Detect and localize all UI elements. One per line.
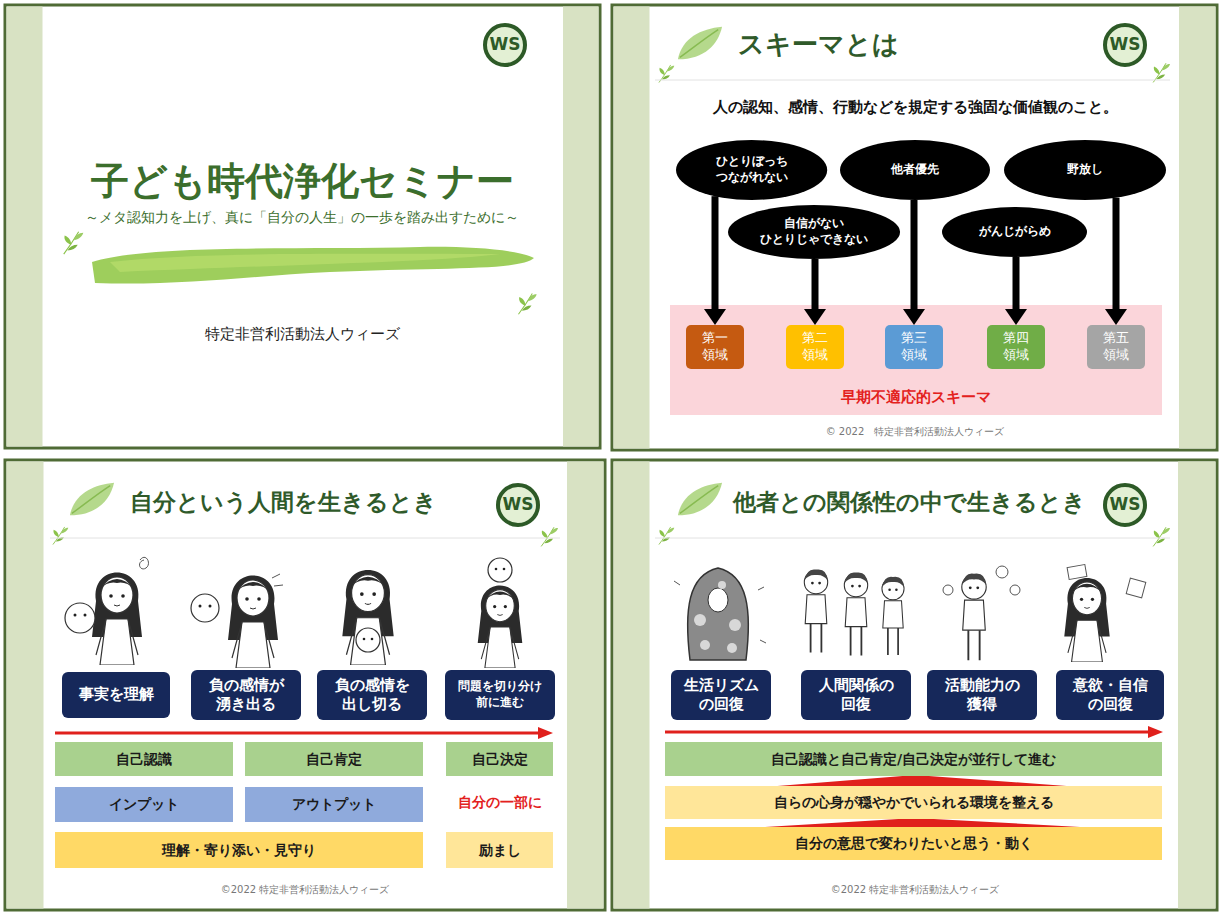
node-text: 事実を理解: [79, 685, 154, 705]
node-text: 理解・寄り添い・見守り: [162, 841, 316, 859]
copyright-note: © 2022 特定非営利活動法人ウィーズ: [826, 426, 1005, 439]
copyright-note: ©2022 特定非営利活動法人ウィーズ: [221, 884, 390, 897]
schema-ellipse: 他者優先: [840, 140, 990, 200]
domain-box: 第一 領域: [686, 325, 744, 369]
logo-mark: WS: [503, 494, 534, 515]
ellipse-shape: [942, 207, 1087, 257]
self-box: 自己認識: [55, 742, 233, 776]
support-box: 理解・寄り添い・見守り: [55, 832, 423, 868]
schema-ellipse: ひとりぼっち つながれない: [676, 140, 827, 200]
schema-arrow: [712, 196, 719, 309]
note-text: 自分の一部に: [458, 794, 542, 812]
domain-box: 第五 領域: [1087, 325, 1145, 369]
logo-mark: WS: [1110, 34, 1141, 55]
logo-mark: WS: [490, 34, 521, 55]
node-text: 第五 領域: [1090, 330, 1142, 364]
stage-box: 事実を理解: [62, 672, 170, 718]
schema-arrow: [1113, 198, 1120, 309]
progress-band: 自己認識と自己肯定/自己決定が並行して進む: [665, 742, 1162, 776]
ellipse-shape: [676, 140, 827, 200]
stage-box: 問題を切り分け 前に進む: [445, 670, 555, 720]
copyright-note: ©2022 特定非営利活動法人ウィーズ: [831, 884, 1000, 897]
node-text: 野放し: [1067, 162, 1103, 178]
slide-heading: 他者との関係性の中で生きるとき: [733, 488, 1086, 517]
node-text: 意欲・自信 の回復: [1060, 676, 1160, 715]
slide-title: 子ども時代浄化セミナー: [91, 158, 514, 206]
node-text: 自信がない ひとりじゃできない: [750, 216, 878, 247]
node-text: 負の感情を 出し切る: [321, 676, 423, 715]
stage-box: 負の感情が 湧き出る: [191, 670, 301, 720]
band-fill: [670, 305, 1162, 415]
node-text: 活動能力の 獲得: [931, 676, 1033, 715]
environment-band: 自らの心身が穏やかでいられる環境を整える: [665, 786, 1162, 819]
self-box: 自己決定: [446, 742, 553, 776]
stage-box: 生活リズム の回復: [671, 670, 771, 720]
node-text: 励まし: [479, 841, 521, 859]
node-text: 他者優先: [891, 162, 939, 178]
node-text: 早期不適応的スキーマ: [841, 388, 991, 408]
ellipse-shape: [840, 140, 990, 200]
node-text: 人間関係の 回復: [805, 676, 907, 715]
stage-box: 意欲・自信 の回復: [1056, 670, 1164, 720]
domain-box: 第四 領域: [987, 325, 1045, 369]
node-text: 自己肯定: [306, 750, 362, 768]
node-text: アウトプット: [292, 795, 376, 813]
node-text: 自己認識と自己肯定/自己決定が並行して進む: [771, 750, 1056, 768]
node-text: 第四 領域: [990, 330, 1042, 364]
definition-text: 人の認知、感情、行動などを規定する強固な価値観のこと。: [713, 98, 1118, 117]
schema-band: 早期不適応的スキーマ 第一 領域 第二 領域 第三 領域 第四 領域 第五 領域: [670, 305, 1162, 415]
organization-name: 特定非営利活動法人ウィーズ: [205, 325, 400, 344]
domain-box: 第二 領域: [786, 325, 844, 369]
io-box: アウトプット: [245, 787, 423, 822]
node-text: がんじがらめ: [979, 224, 1051, 240]
node-text: ひとりぼっち つながれない: [698, 154, 805, 185]
node-text: 問題を切り分け 前に進む: [449, 679, 551, 710]
intention-band: 自分の意思で変わりたいと思う・動く: [665, 827, 1162, 860]
node-text: 自らの心身が穏やかでいられる環境を整える: [774, 793, 1054, 811]
domain-box: 第三 領域: [885, 325, 943, 369]
node-text: 自己決定: [472, 750, 528, 768]
stage-box: 負の感情を 出し切る: [317, 670, 427, 720]
schema-arrow: [911, 200, 918, 309]
node-text: 第一 領域: [689, 330, 741, 364]
support-box: 励まし: [446, 832, 553, 868]
ellipse-shape: [1004, 140, 1166, 200]
node-text: 自己認識: [116, 750, 172, 768]
logo-mark: WS: [1110, 494, 1141, 515]
stage-box: 人間関係の 回復: [801, 670, 911, 720]
node-text: インプット: [109, 795, 179, 813]
stage-box: 活動能力の 獲得: [927, 670, 1037, 720]
self-box: 自己肯定: [245, 742, 423, 776]
schema-ellipse: がんじがらめ: [942, 207, 1087, 257]
node-text: 負の感情が 湧き出る: [195, 676, 297, 715]
slide-heading: スキーマとは: [738, 28, 899, 61]
node-text: 第三 領域: [888, 330, 940, 364]
schema-ellipse: 自信がない ひとりじゃできない: [728, 205, 900, 259]
slide-subtitle: ～メタ認知力を上げ、真に「自分の人生」の一歩を踏み出すために～: [85, 209, 519, 227]
node-text: 自分の意思で変わりたいと思う・動く: [795, 834, 1033, 852]
schema-arrow: [812, 259, 819, 309]
node-text: 生活リズム の回復: [675, 676, 767, 715]
schema-arrow: [1013, 257, 1020, 309]
ellipse-shape: [728, 205, 900, 259]
node-text: 第二 領域: [789, 330, 841, 364]
slide-heading: 自分という人間を生きるとき: [130, 488, 437, 517]
io-box: インプット: [55, 787, 233, 822]
schema-ellipse: 野放し: [1004, 140, 1166, 200]
